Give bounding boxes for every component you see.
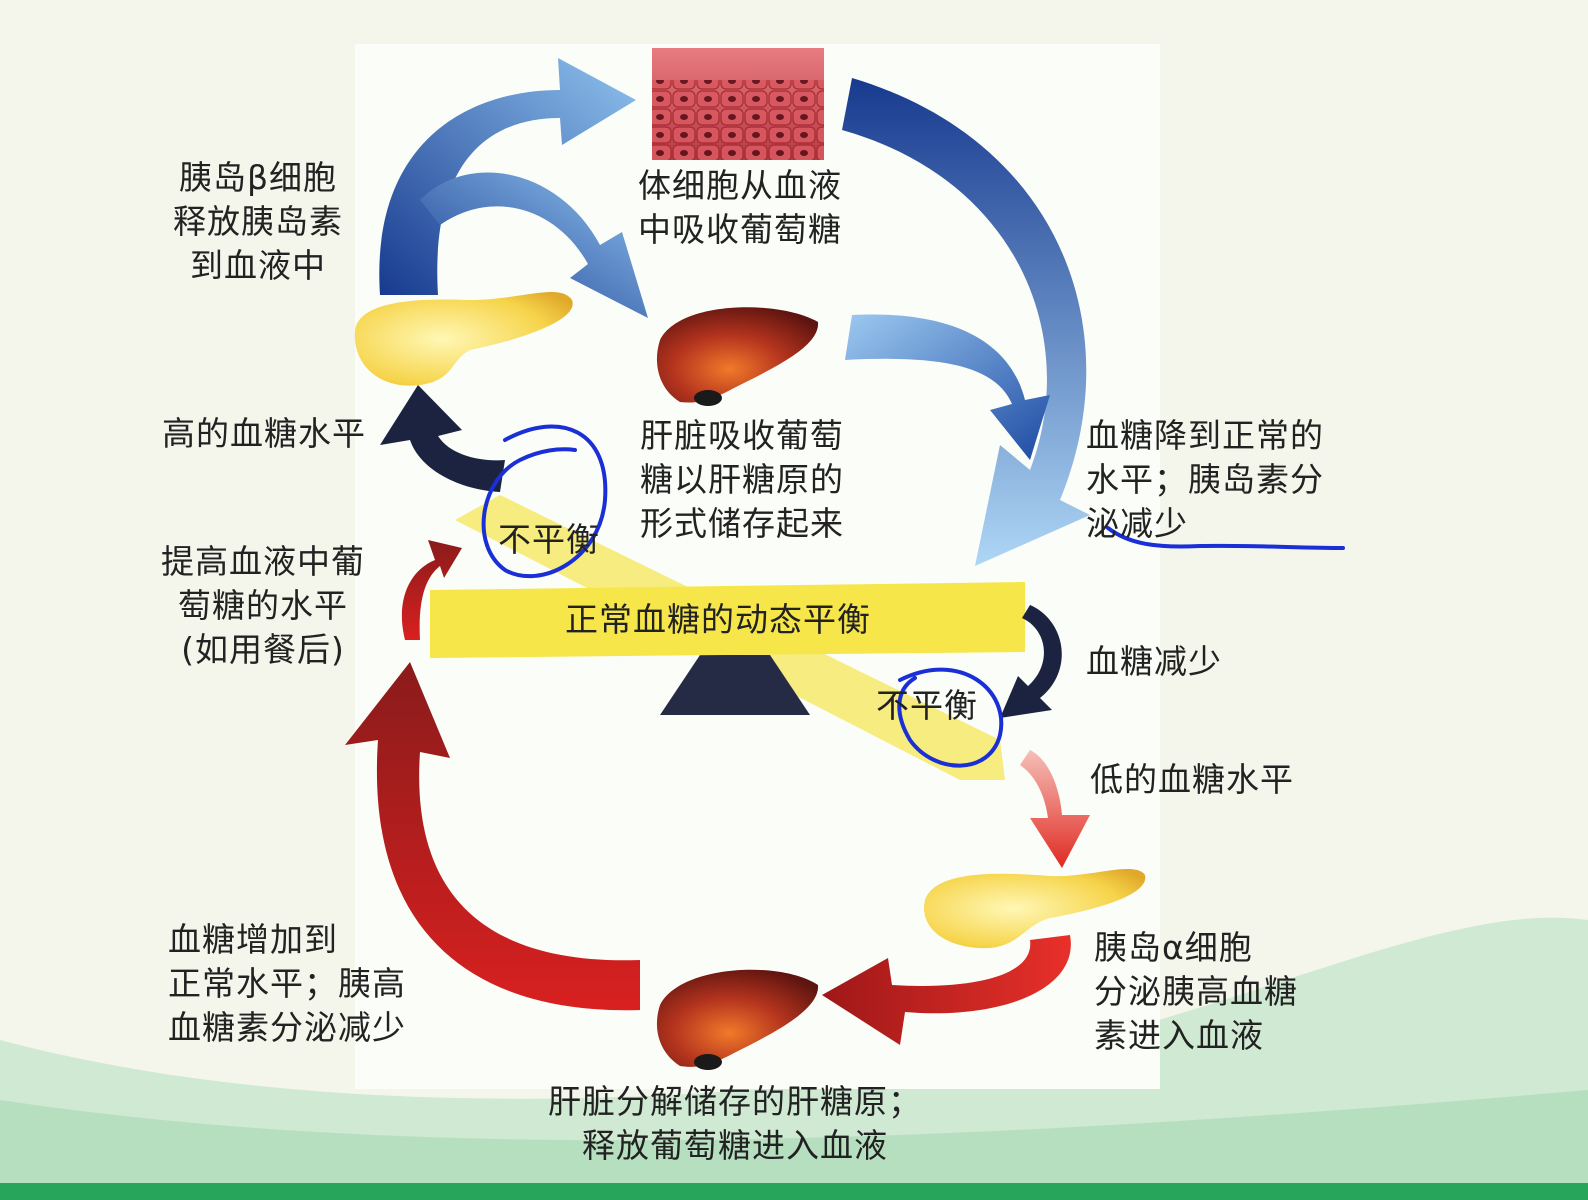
liver-icon <box>656 307 819 403</box>
label-low-glucose: 低的血糖水平 <box>1090 760 1294 799</box>
label-beta-release: 胰岛β细胞 释放胰岛素 到血液中 <box>173 158 343 285</box>
label-liver-release: 肝脏分解储存的肝糖原； 释放葡萄糖进入血液 <box>548 1082 922 1165</box>
label-imbalance-bottom: 不平衡 <box>876 686 978 725</box>
label-liver-store: 肝脏吸收葡萄 糖以肝糖原的 形式储存起来 <box>640 416 844 543</box>
label-glucose-decrease: 血糖减少 <box>1086 642 1222 681</box>
seesaw-icon <box>660 655 810 715</box>
liver-icon-bottom <box>656 969 819 1067</box>
label-raise-glucose: 提高血液中葡 萄糖的水平 (如用餐后) <box>161 542 365 669</box>
glucagon-arrow-to-normal <box>345 662 640 1011</box>
glucose-decrease-arrow <box>1000 605 1062 718</box>
high-glucose-arrow <box>380 385 505 492</box>
label-high-glucose: 高的血糖水平 <box>162 414 366 453</box>
label-imbalance-top: 不平衡 <box>498 520 600 559</box>
low-glucose-arrow <box>1020 750 1090 868</box>
insulin-arrow-to-cells <box>379 58 636 295</box>
balance-beam <box>430 582 1025 658</box>
label-alpha-secrete: 胰岛α细胞 分泌胰高血糖 素进入血液 <box>1094 928 1298 1055</box>
annotation-marks <box>481 424 1345 768</box>
insulin-arrow-to-normal <box>842 78 1090 566</box>
pancreas-icon <box>354 292 573 386</box>
raise-glucose-arrow <box>401 540 462 640</box>
tissue-cells-icon <box>652 48 824 160</box>
glucagon-arrow-to-liver <box>822 935 1071 1045</box>
label-balance-center: 正常血糖的动态平衡 <box>565 600 871 639</box>
pancreas-icon-bottom <box>924 868 1146 949</box>
label-glucose-down-normal: 血糖降到正常的 水平；胰岛素分 泌减少 <box>1086 416 1324 543</box>
label-glucose-up-normal: 血糖增加到 正常水平；胰高 血糖素分泌减少 <box>168 920 406 1047</box>
insulin-arrow-to-liver <box>420 172 648 318</box>
label-cells-absorb: 体细胞从血液 中吸收葡萄糖 <box>638 166 842 249</box>
insulin-arrow-from-liver <box>845 314 1050 460</box>
